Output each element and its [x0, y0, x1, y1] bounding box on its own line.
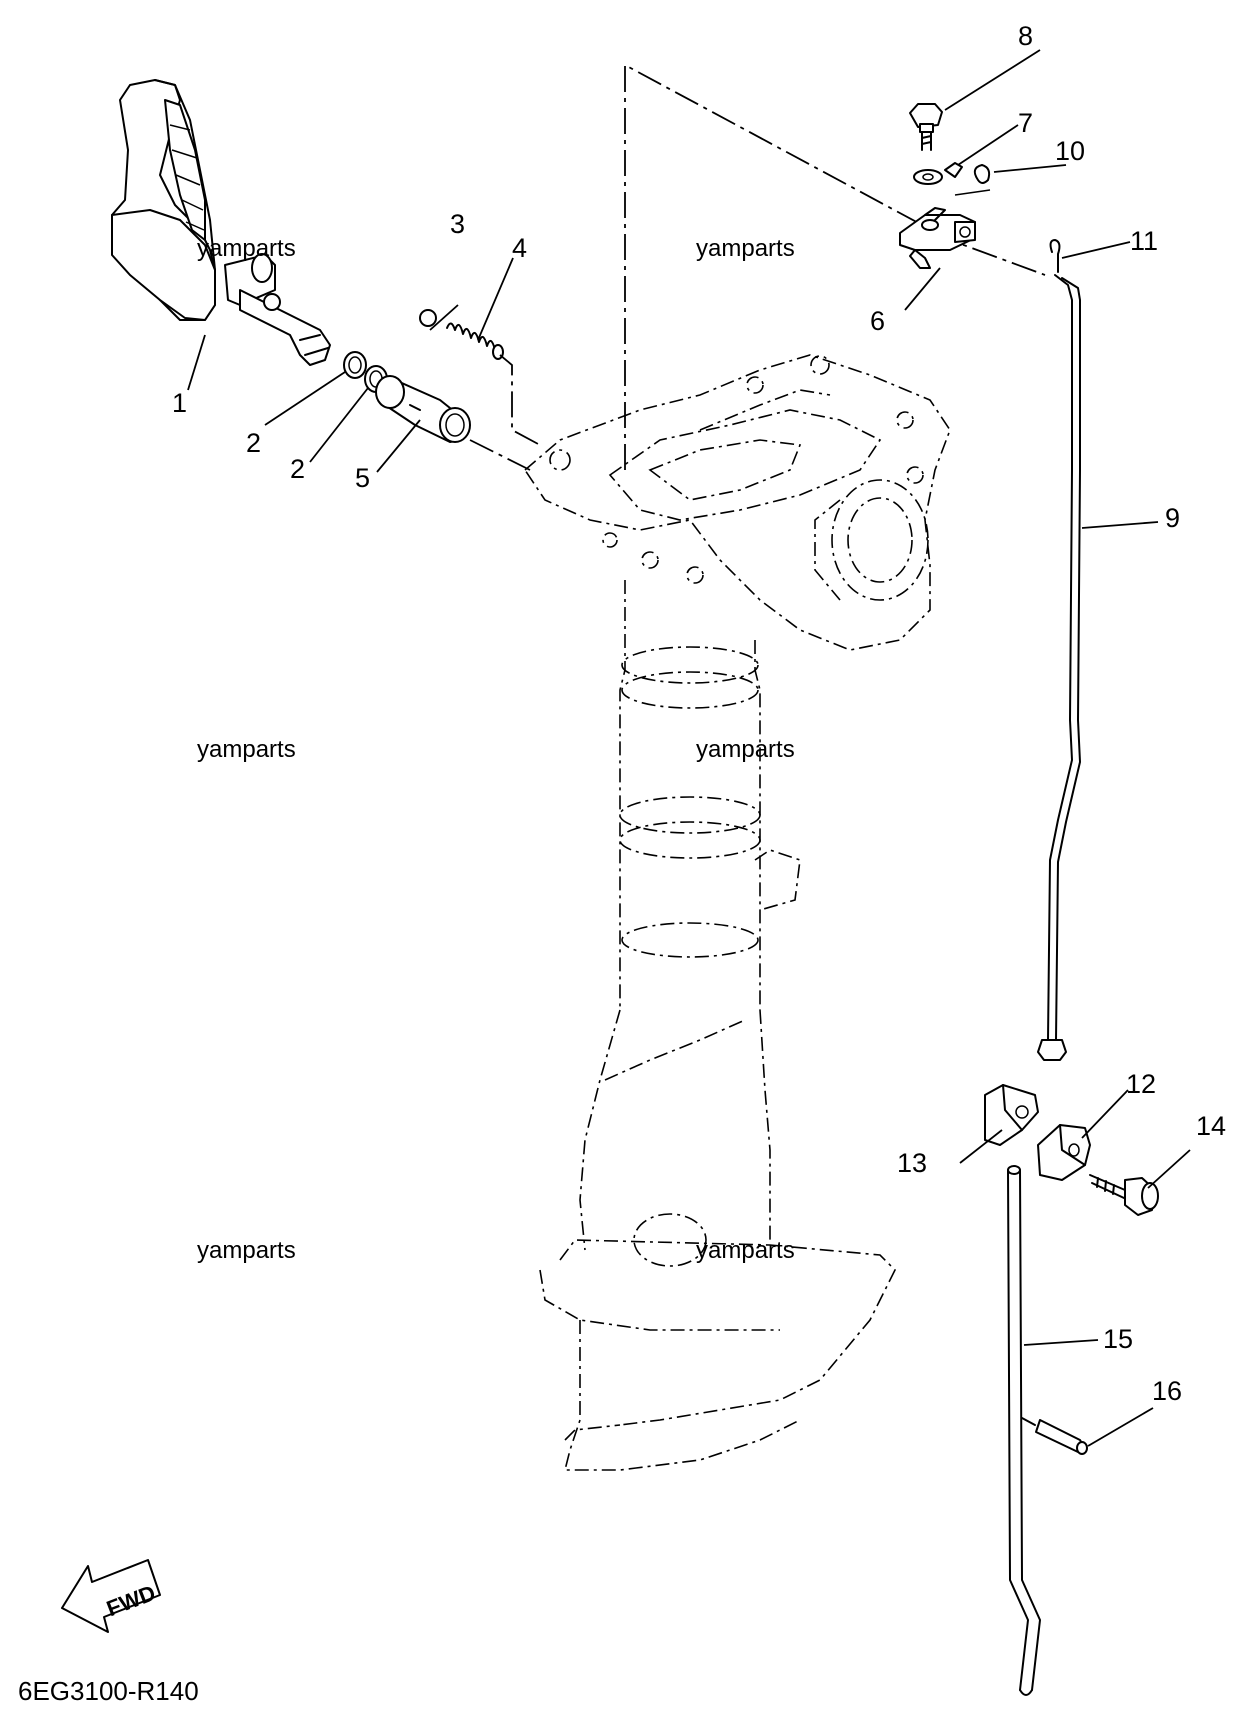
throttle-rod-upper: [1037, 274, 1081, 1061]
o-ring-upper: [343, 351, 367, 379]
upper-casing-outline: [523, 354, 951, 1471]
callout-1: 1: [172, 388, 187, 418]
throttle-rod-lower: [1007, 1165, 1041, 1696]
roll-pin: [1021, 1417, 1088, 1455]
watermarks: yamparts yamparts yamparts yamparts yamp…: [197, 235, 795, 1264]
fwd-direction-arrow: FWD: [61, 1559, 161, 1633]
watermark-top-left: yamparts: [197, 235, 296, 262]
watermark-mid-center: yamparts: [696, 736, 795, 763]
callout-9: 9: [1165, 503, 1180, 533]
callout-11: 11: [1130, 226, 1158, 256]
callout-6: 6: [870, 306, 885, 336]
steel-ball: [419, 309, 437, 327]
callout-10: 10: [1055, 136, 1085, 166]
callout-5: 5: [355, 463, 370, 493]
washer: [913, 169, 943, 185]
callout-2b: 2: [290, 454, 305, 484]
callout-8: 8: [1018, 21, 1033, 51]
watermark-low-center: yamparts: [696, 1237, 795, 1264]
compression-spring: [446, 322, 504, 360]
callout-7: 7: [1018, 108, 1033, 138]
callout-14: 14: [1196, 1111, 1226, 1141]
watermark-low-left: yamparts: [197, 1237, 296, 1264]
connector-screw: [1089, 1174, 1159, 1216]
callout-2a: 2: [246, 428, 261, 458]
rod-connector-b: [1037, 1124, 1091, 1181]
rod-clip: [1049, 239, 1061, 273]
rod-connector-a: [984, 1084, 1039, 1146]
assembly-line-sleeve: [499, 354, 541, 446]
callout-3: 3: [450, 209, 465, 239]
assembly-line-bracket: [624, 63, 1046, 470]
callout-labels: 1 2 2 3 4 5 6 7 8 9 10 11 12 13 14 15 16: [172, 21, 1226, 1406]
link-bracket: [899, 207, 976, 269]
callout-16: 16: [1152, 1376, 1182, 1406]
bracket-bolt: [909, 103, 943, 151]
lock-clip: [973, 164, 991, 184]
callout-15: 15: [1103, 1324, 1133, 1354]
watermark-top-center: yamparts: [696, 235, 795, 262]
callout-13: 13: [897, 1148, 927, 1178]
callout-4: 4: [512, 233, 527, 263]
watermark-mid-left: yamparts: [197, 736, 296, 763]
callout-12: 12: [1126, 1069, 1156, 1099]
leader-lines: [187, 49, 1191, 1447]
tiller-handle-lever: [111, 79, 331, 366]
throttle-sleeve: [375, 375, 471, 443]
drawing-code: 6EG3100-R140: [18, 1676, 199, 1706]
